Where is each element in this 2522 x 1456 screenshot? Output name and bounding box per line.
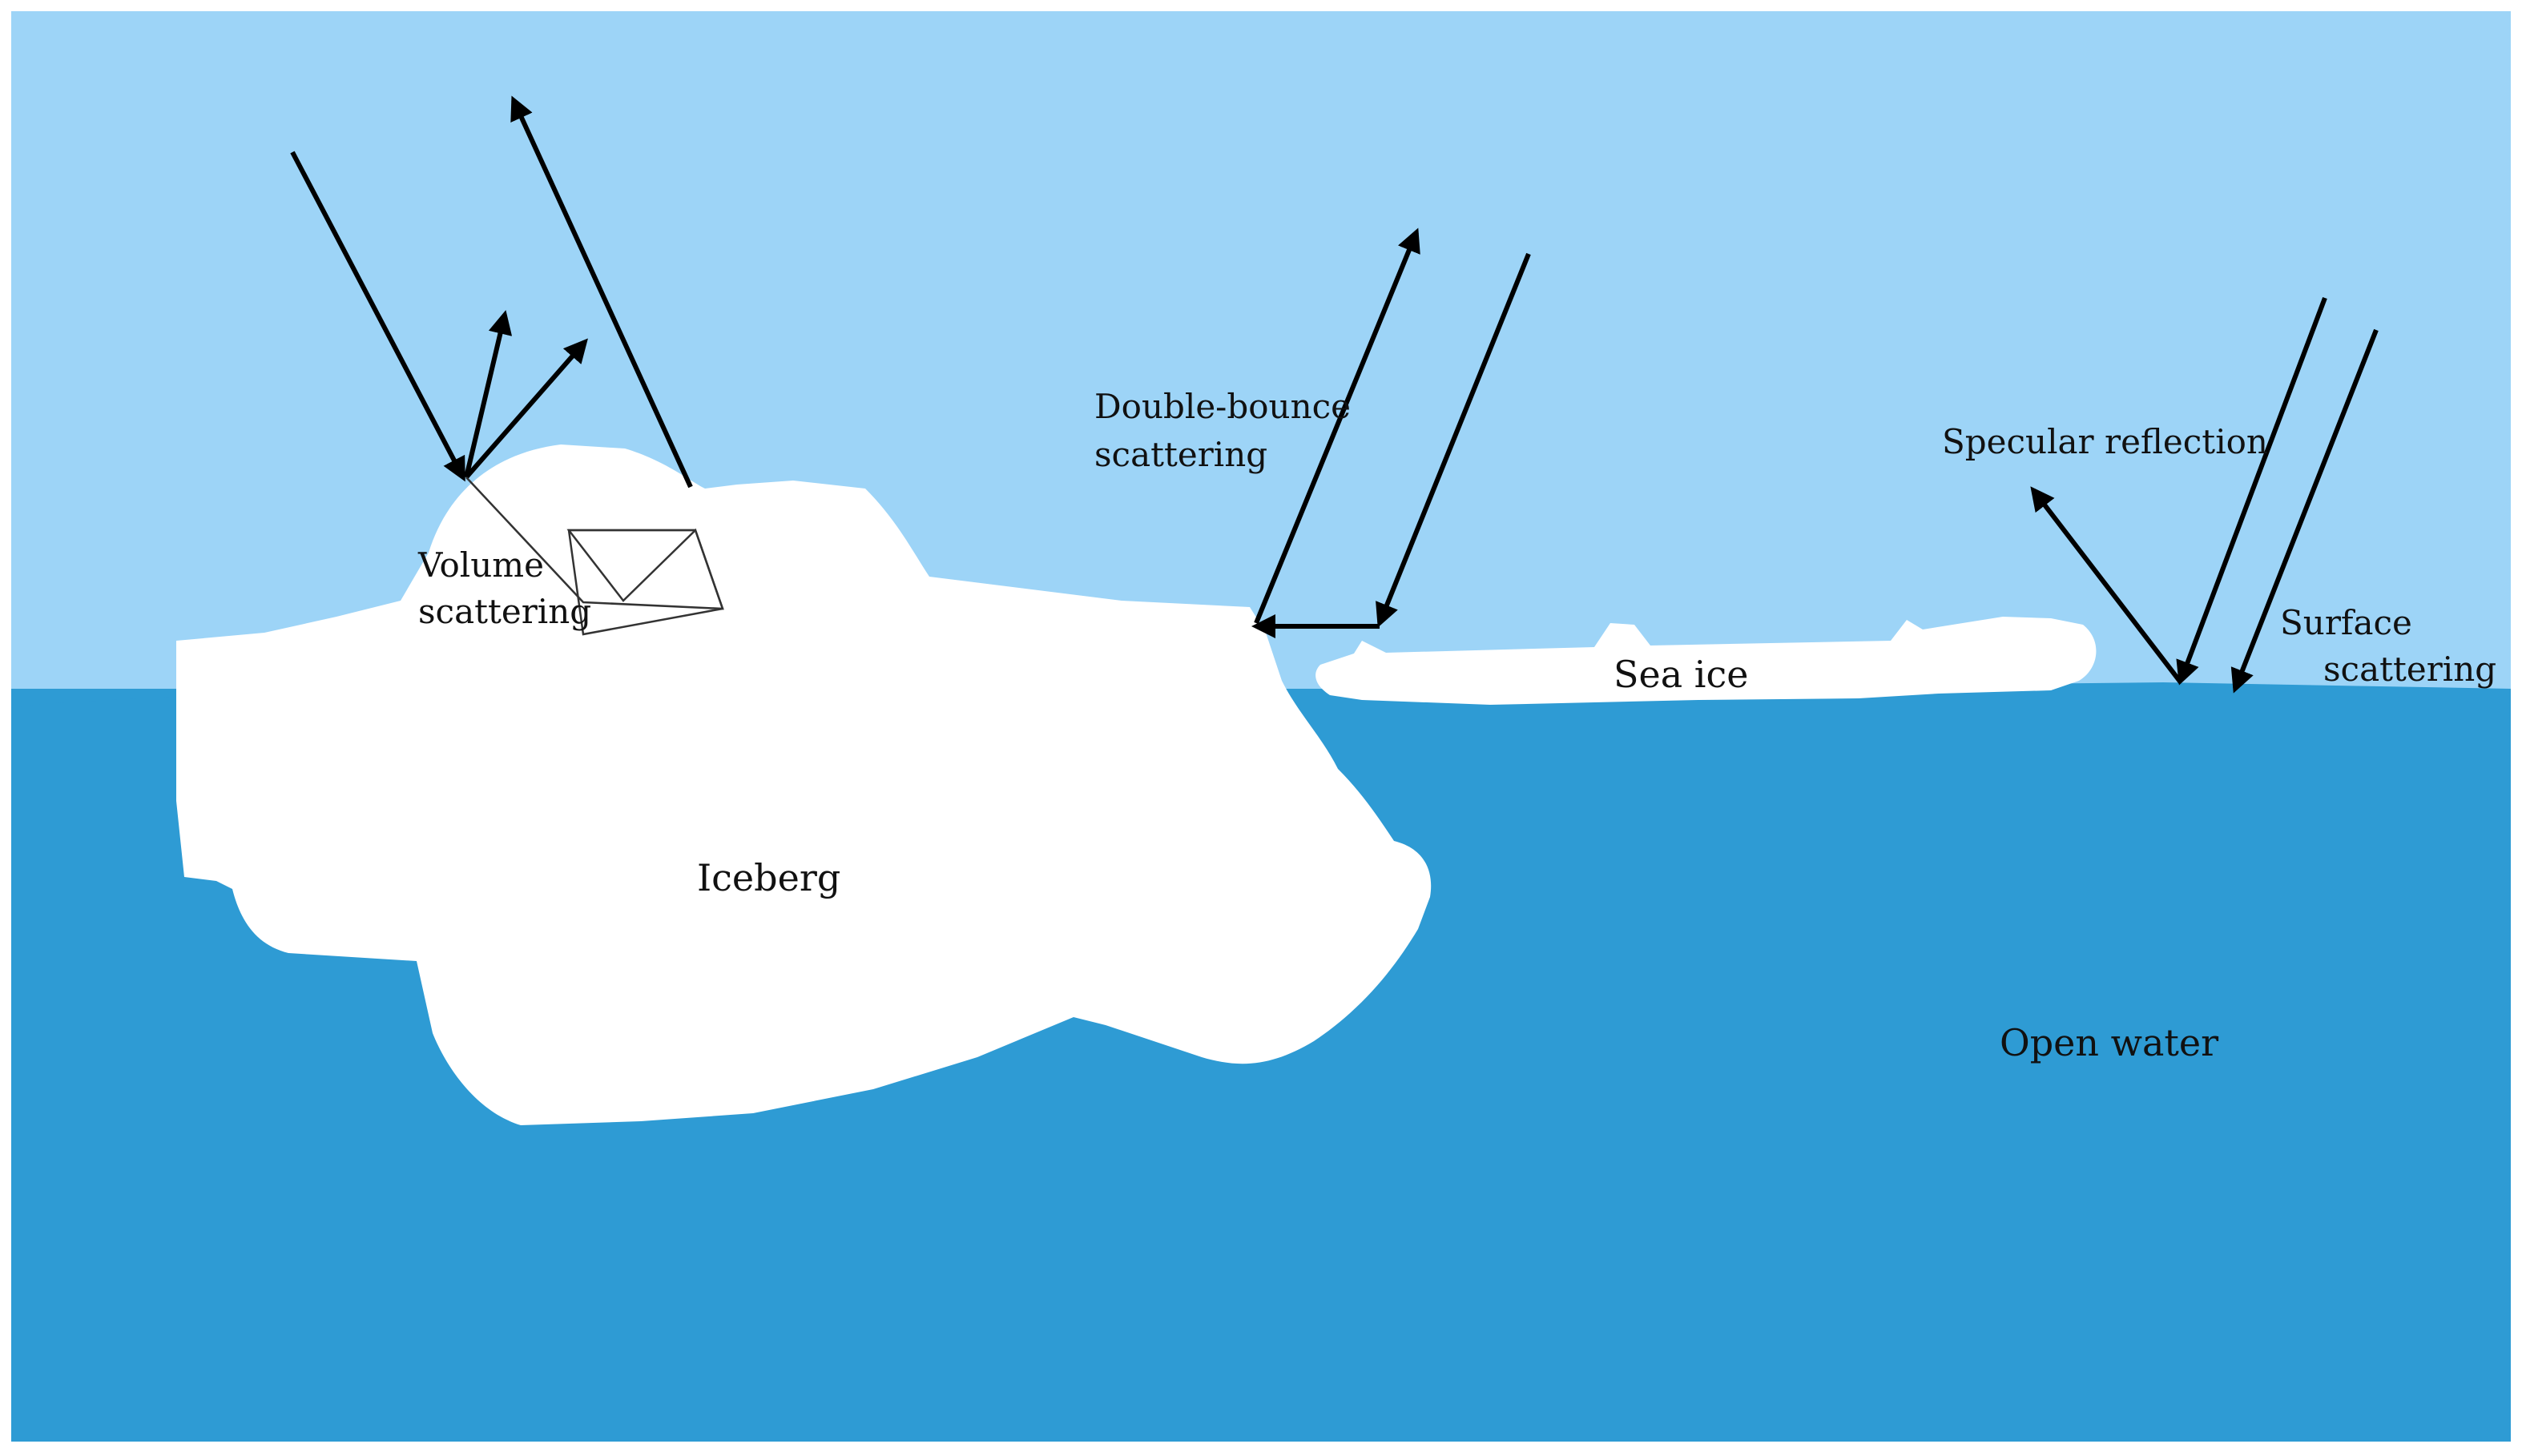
volume-scattering-label-line1: Volume: [417, 545, 544, 585]
open-water-label: Open water: [2000, 1021, 2218, 1064]
sea-ice-label: Sea ice: [1614, 653, 1748, 696]
volume-incident-arrow: [290, 151, 465, 482]
volume-scattering-label-line2: scattering: [418, 592, 591, 631]
specular-reflection-label: Specular reflection: [1942, 422, 2268, 461]
volume-scatter-arrow-up: [464, 310, 513, 478]
specular-incident-arrow: [2176, 296, 2327, 686]
sea-ice-shape: [1315, 617, 2097, 705]
double-bounce-label-line1: Double-bounce: [1094, 387, 1351, 426]
double-bounce-incident-arrow: [1376, 252, 1531, 628]
volume-scatter-arrow-right: [464, 338, 588, 479]
volume-internal-frame: [567, 529, 724, 636]
double-bounce-label-line2: scattering: [1094, 435, 1267, 474]
surface-scattering-label-line2: scattering: [2323, 650, 2496, 689]
iceberg-label: Iceberg: [697, 856, 840, 899]
double-bounce-return-arrow: [1254, 227, 1420, 625]
surface-scattering-label-line1: Surface: [2280, 603, 2412, 642]
specular-reflected-arrow: [2030, 486, 2183, 684]
iceberg-shape: [176, 444, 1432, 1125]
volume-return-arrow: [510, 95, 693, 489]
surface-incident-arrow: [2230, 328, 2379, 694]
